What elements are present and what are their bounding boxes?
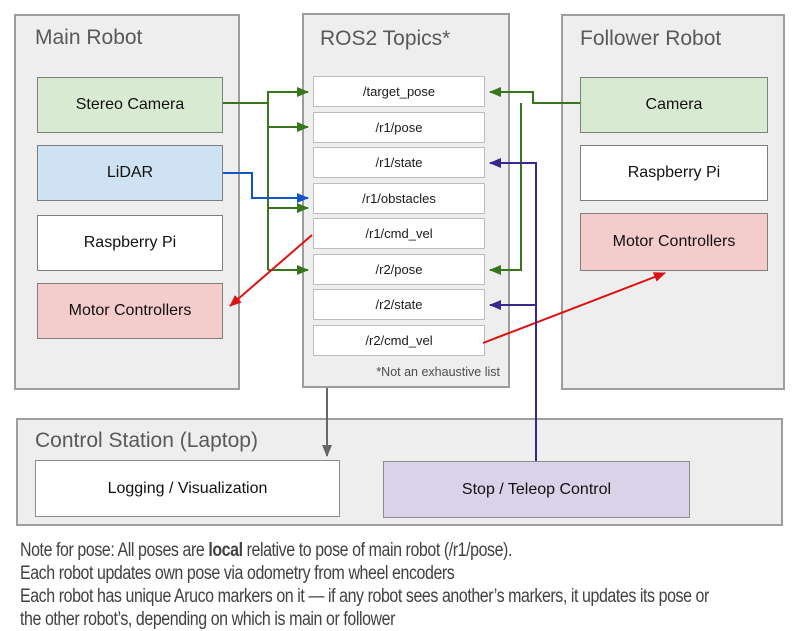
note-line-1: Note for pose: All poses are local relat… bbox=[20, 540, 512, 561]
node-lidar: LiDAR bbox=[37, 145, 223, 201]
node-follower-raspberry-pi: Raspberry Pi bbox=[580, 145, 768, 201]
note-line-2: Each robot updates own pose via odometry… bbox=[20, 563, 455, 584]
node-logging-visualization: Logging / Visualization bbox=[35, 460, 340, 517]
topic-r1-cmd-vel: /r1/cmd_vel bbox=[313, 218, 485, 249]
arrow-r1-cmd-vel-to-main-motors bbox=[229, 234, 313, 307]
follower-robot-group bbox=[561, 14, 785, 390]
ros2-topics-title: ROS2 Topics* bbox=[320, 27, 451, 50]
notes-block: Note for pose: All poses are local relat… bbox=[20, 539, 797, 631]
node-stereo-camera: Stereo Camera bbox=[37, 77, 223, 133]
follower-robot-title: Follower Robot bbox=[580, 27, 722, 50]
topic-r1-obstacles: /r1/obstacles bbox=[313, 183, 485, 214]
node-main-raspberry-pi: Raspberry Pi bbox=[37, 215, 223, 271]
topic-r2-pose: /r2/pose bbox=[313, 254, 485, 285]
main-robot-title: Main Robot bbox=[35, 26, 143, 49]
note-bold-local: local bbox=[208, 540, 243, 561]
topic-target-pose: /target_pose bbox=[313, 76, 485, 107]
note-line-4: the other robot’s, depending on which is… bbox=[20, 609, 396, 630]
note-line-3: Each robot has unique Aruco markers on i… bbox=[20, 586, 709, 607]
control-station-title: Control Station (Laptop) bbox=[35, 429, 258, 452]
topic-r2-state: /r2/state bbox=[313, 289, 485, 320]
node-follower-camera: Camera bbox=[580, 77, 768, 133]
topics-footnote: *Not an exhaustive list bbox=[376, 365, 500, 379]
topic-r1-state: /r1/state bbox=[313, 147, 485, 178]
node-follower-motor-controllers: Motor Controllers bbox=[580, 213, 768, 271]
node-main-motor-controllers: Motor Controllers bbox=[37, 283, 223, 339]
topic-r1-pose: /r1/pose bbox=[313, 112, 485, 143]
node-stop-teleop-control: Stop / Teleop Control bbox=[383, 461, 690, 518]
topic-r2-cmd-vel: /r2/cmd_vel bbox=[313, 325, 485, 356]
